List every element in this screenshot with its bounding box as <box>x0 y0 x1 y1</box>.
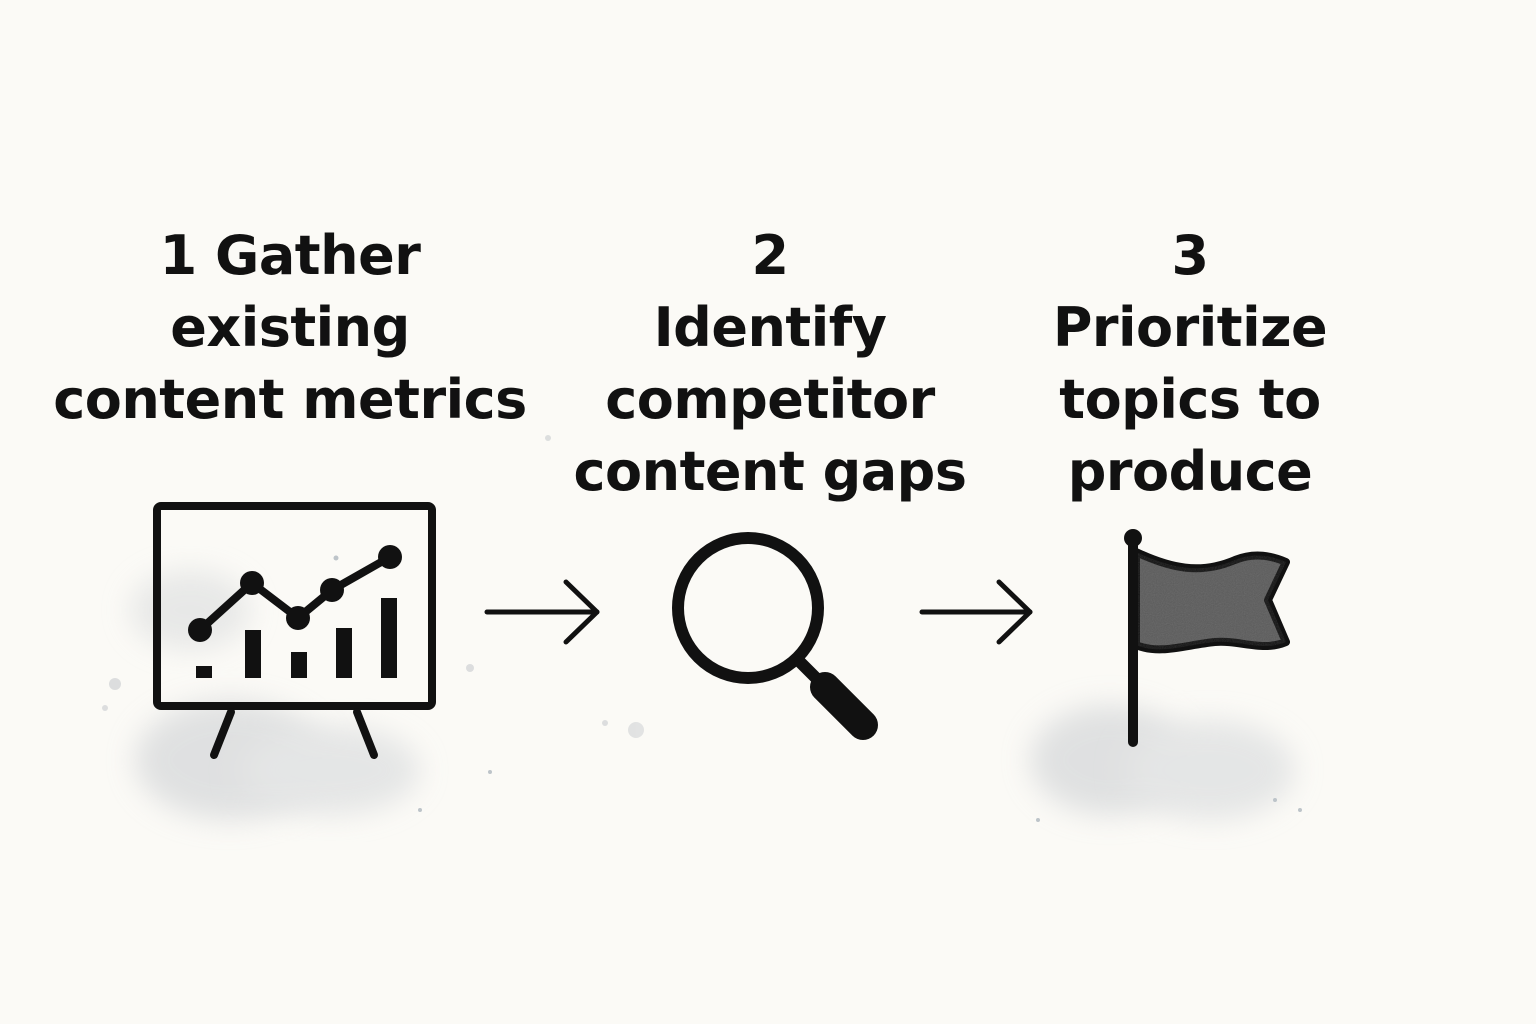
magnifying-glass-icon <box>672 532 878 740</box>
step-1-title-line: 1 Gather <box>159 224 421 287</box>
step-3-title: 3 Prioritize topics to produce <box>1010 220 1370 508</box>
arrow-right-icon <box>919 579 1033 645</box>
watercolor-splash-3 <box>1030 705 1302 822</box>
arrow-right-icon <box>484 579 600 645</box>
step-2-title-line: Identify <box>653 296 887 359</box>
step-2-title-line: content gaps <box>573 440 967 503</box>
step-1-title: 1 Gather existing content metrics <box>40 220 540 436</box>
step-3-title-line: Prioritize <box>1052 296 1328 359</box>
watercolor-splash-1 <box>102 435 551 820</box>
step-2-title: 2 Identify competitor content gaps <box>560 220 980 508</box>
step-2-title-line: 2 <box>751 224 789 287</box>
step-3-title-line: 3 <box>1171 224 1209 287</box>
step-2-title-line: competitor <box>605 368 935 431</box>
step-3-title-line: produce <box>1067 440 1313 503</box>
presentation-chart-icon <box>153 502 436 759</box>
step-3-title-line: topics to <box>1059 368 1321 431</box>
step-1-title-line: existing <box>170 296 410 359</box>
step-1-title-line: content metrics <box>53 368 527 431</box>
watercolor-splash-2 <box>602 720 644 738</box>
flag-icon <box>1124 529 1290 747</box>
